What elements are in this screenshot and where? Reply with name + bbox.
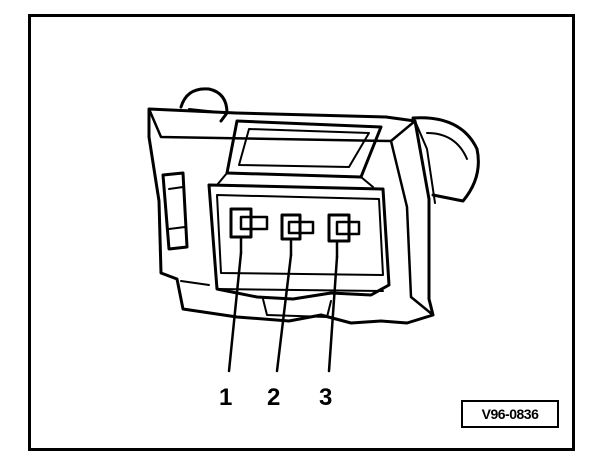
reference-code-box: V96-0836	[461, 400, 559, 428]
pin-label-3: 3	[319, 384, 333, 411]
leader-line-1	[227, 251, 243, 373]
connector-illustration	[147, 87, 480, 373]
reference-code: V96-0836	[481, 406, 539, 422]
pin-3	[327, 213, 361, 259]
socket-face	[207, 183, 391, 301]
leader-line-3	[327, 255, 339, 373]
figure-frame: 1 2 3 V96-0836	[28, 14, 575, 451]
pin-label-1: 1	[219, 384, 233, 411]
pin-label-2: 2	[267, 384, 281, 411]
left-clip	[161, 171, 189, 251]
locking-tab	[179, 87, 229, 123]
leader-line-2	[275, 253, 293, 373]
pin-1	[229, 207, 269, 255]
pin-2	[280, 213, 315, 257]
cable-cap	[411, 116, 480, 203]
